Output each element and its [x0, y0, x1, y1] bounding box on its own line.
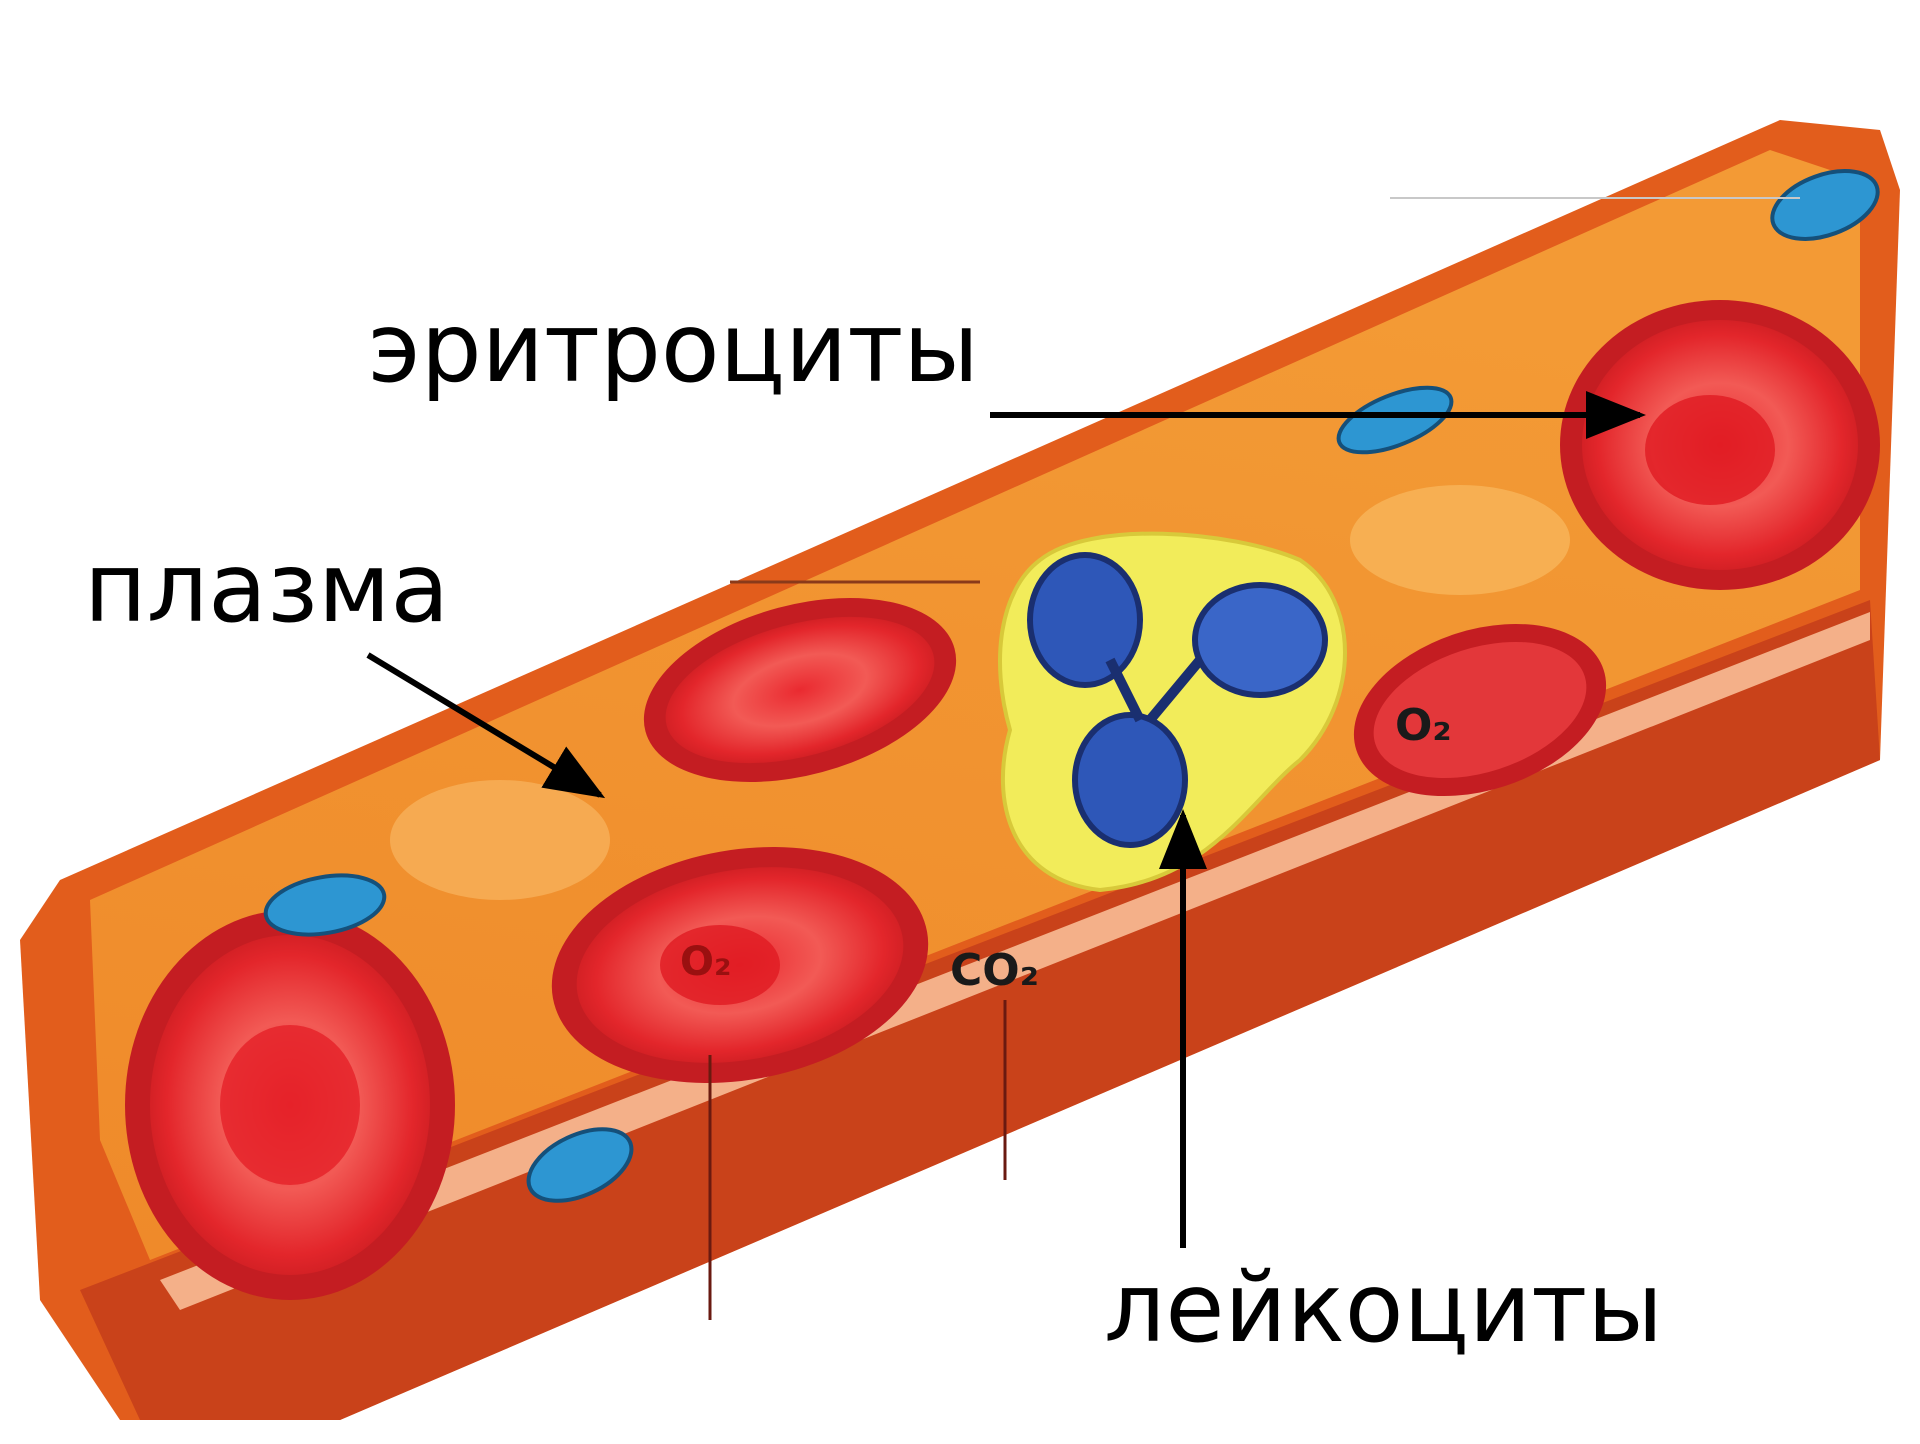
erythrocytes-label: эритроциты — [368, 300, 979, 396]
o2-label: O₂ — [1395, 700, 1452, 751]
erythrocyte — [125, 910, 455, 1300]
co2-label: CO₂ — [950, 945, 1039, 996]
plasma-label: плазма — [84, 540, 449, 636]
plasma-highlight — [1350, 485, 1570, 595]
erythrocyte — [1560, 300, 1880, 590]
plasma-highlight — [390, 780, 610, 900]
o2-label: O₂ — [680, 939, 732, 985]
leukocytes-label: лейкоциты — [1104, 1260, 1663, 1356]
